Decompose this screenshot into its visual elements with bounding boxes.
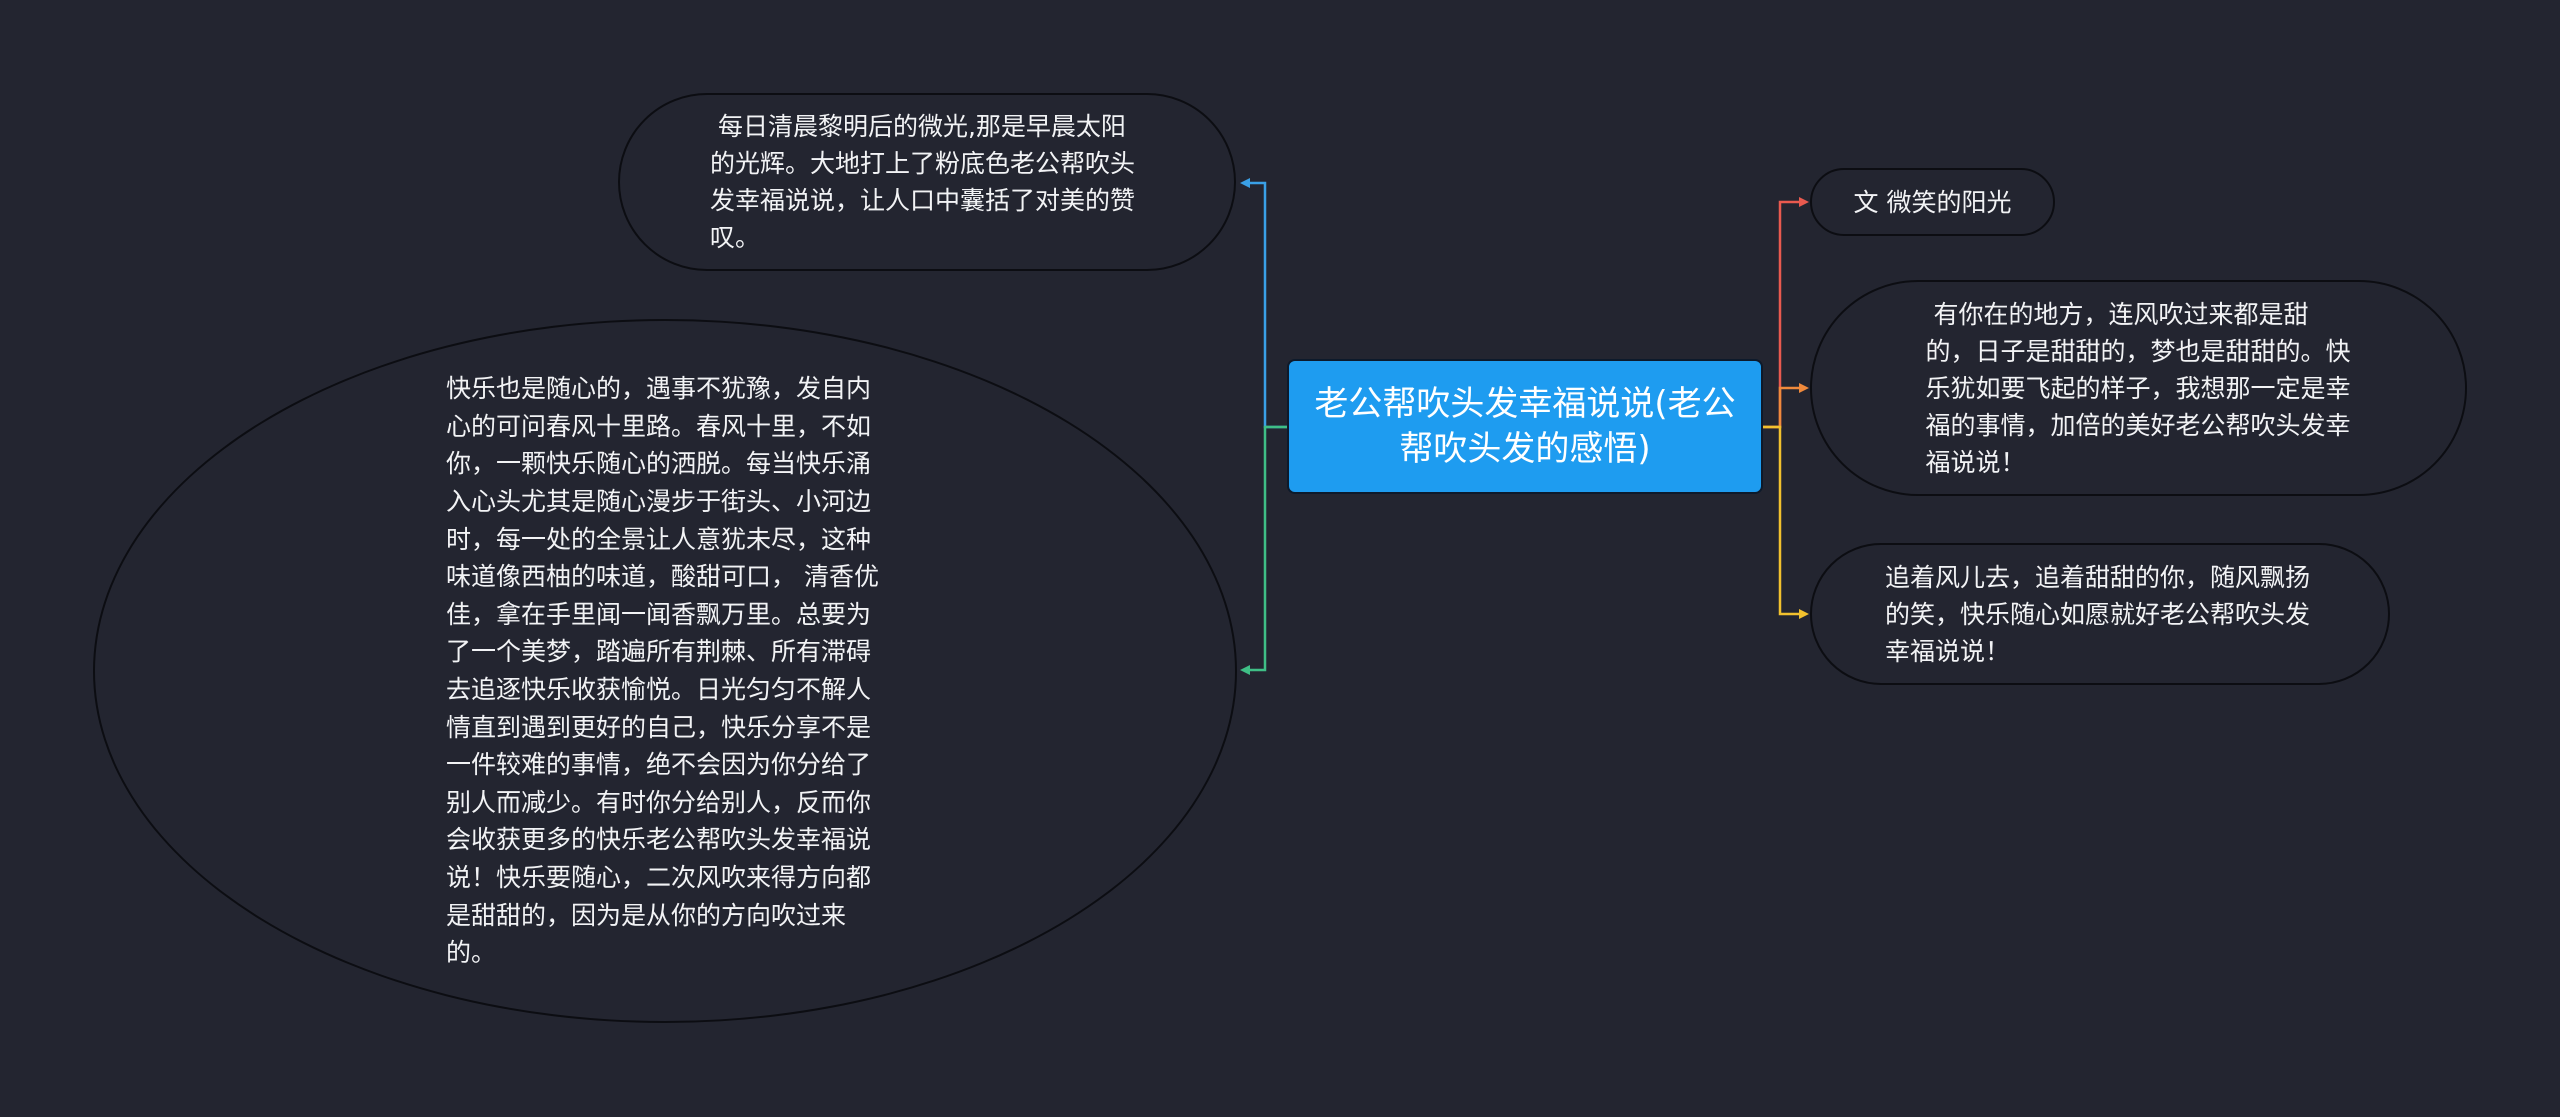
arrow-right-2 xyxy=(1799,383,1809,393)
connector-left-top xyxy=(1247,181,1287,429)
right-node-author[interactable]: 文 微笑的阳光 xyxy=(1810,168,2055,236)
left-node-morning-light-text: 每日清晨黎明后的微光,那是早晨太阳的光辉。大地打上了粉底色老公帮吹头发幸福说说，… xyxy=(710,112,1136,252)
left-node-morning-light[interactable]: 每日清晨黎明后的微光,那是早晨太阳的光辉。大地打上了粉底色老公帮吹头发幸福说说，… xyxy=(618,93,1236,271)
left-node-happiness-text: 快乐也是随心的，遇事不犹豫，发自内心的可问春风十里路。春风十里，不如你，一颗快乐… xyxy=(446,374,879,968)
left-node-happiness[interactable]: 快乐也是随心的，遇事不犹豫，发自内心的可问春风十里路。春风十里，不如你，一颗快乐… xyxy=(93,319,1237,1023)
right-node-chase-wind[interactable]: 追着风儿去，追着甜甜的你，随风飘扬的笑，快乐随心如愿就好老公帮吹头发幸福说说！ xyxy=(1810,543,2390,685)
right-node-author-text: 文 微笑的阳光 xyxy=(1853,187,2012,217)
connector-right-2 xyxy=(1763,386,1802,429)
right-node-sweet-wind[interactable]: 有你在的地方，连风吹过来都是甜的，日子是甜甜的，梦也是甜甜的。快乐犹如要飞起的样… xyxy=(1810,280,2467,496)
root-node-title: 老公帮吹头发幸福说说(老公帮吹头发的感悟) xyxy=(1314,383,1736,469)
arrow-right-3 xyxy=(1799,609,1809,619)
connector-left-big xyxy=(1247,425,1287,672)
connector-right-3 xyxy=(1763,425,1802,616)
arrow-left-top xyxy=(1240,178,1250,188)
right-node-chase-wind-text: 追着风儿去，追着甜甜的你，随风飘扬的笑，快乐随心如愿就好老公帮吹头发幸福说说！ xyxy=(1885,562,2311,666)
connector-right-1 xyxy=(1763,200,1802,429)
arrow-right-1 xyxy=(1799,197,1809,207)
root-node[interactable]: 老公帮吹头发幸福说说(老公帮吹头发的感悟) xyxy=(1287,359,1763,494)
arrow-left-big xyxy=(1240,665,1250,675)
right-node-sweet-wind-text: 有你在的地方，连风吹过来都是甜的，日子是甜甜的，梦也是甜甜的。快乐犹如要飞起的样… xyxy=(1925,299,2351,477)
